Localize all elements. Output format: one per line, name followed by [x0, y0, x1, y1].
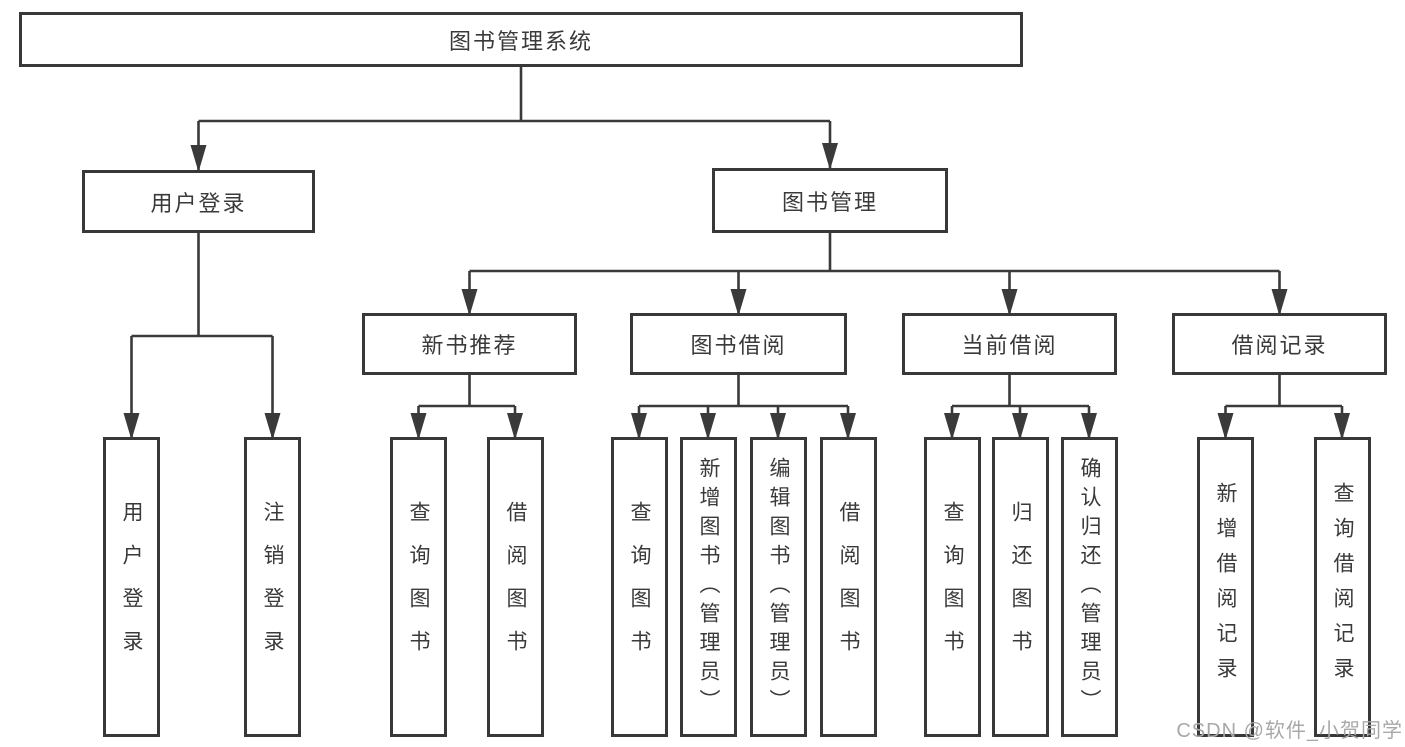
- leaf-label: 借阅图书: [837, 501, 860, 673]
- watermark: CSDN @软件_小贺同学: [1176, 720, 1403, 742]
- leaf-label: 查询图书: [628, 501, 651, 673]
- leaf-edit-books-admin: 编辑图书（管理员）: [750, 437, 807, 737]
- node-system-root: 图书管理系统: [19, 12, 1023, 67]
- leaf-label: 查询图书: [941, 501, 964, 673]
- leaf-label: 查询图书: [407, 501, 430, 673]
- node-current-borrowing: 当前借阅: [902, 313, 1117, 375]
- leaf-query-borrow-record: 查询借阅记录: [1314, 437, 1371, 737]
- tree-edges: [130, 67, 1344, 437]
- leaf-label: 新增图书（管理员）: [697, 456, 720, 718]
- node-label: 当前借阅: [961, 333, 1058, 358]
- node-new-book-recommend: 新书推荐: [362, 313, 577, 375]
- leaf-label: 归还图书: [1009, 501, 1032, 673]
- leaf-label: 用户登录: [120, 501, 143, 673]
- leaf-label: 注销登录: [261, 501, 284, 673]
- leaf-label: 查询借阅记录: [1331, 482, 1354, 692]
- node-label: 图书管理: [781, 189, 878, 215]
- leaf-borrow-books: 借阅图书: [820, 437, 877, 737]
- leaf-logout: 注销登录: [244, 437, 301, 737]
- leaf-query-books: 查询图书: [924, 437, 981, 737]
- node-label: 新书推荐: [421, 333, 518, 358]
- leaf-user-login: 用户登录: [103, 437, 160, 737]
- node-borrowing-records: 借阅记录: [1172, 313, 1387, 375]
- leaf-label: 确认归还（管理员）: [1078, 456, 1101, 718]
- leaf-query-books: 查询图书: [611, 437, 668, 737]
- node-book-borrowing: 图书借阅: [630, 313, 847, 375]
- node-label: 借阅记录: [1231, 333, 1328, 358]
- leaf-query-books: 查询图书: [390, 437, 447, 737]
- node-book-management: 图书管理: [712, 168, 948, 233]
- node-label: 图书借阅: [690, 333, 787, 358]
- node-label: 图书管理系统: [448, 28, 593, 54]
- leaf-return-books: 归还图书: [992, 437, 1049, 737]
- leaf-add-borrow-record: 新增借阅记录: [1197, 437, 1254, 737]
- node-label: 用户登录: [150, 190, 247, 216]
- leaf-label: 借阅图书: [504, 501, 527, 673]
- node-user-login: 用户登录: [82, 170, 315, 233]
- leaf-label: 编辑图书（管理员）: [767, 456, 790, 718]
- leaf-borrow-books: 借阅图书: [487, 437, 544, 737]
- leaf-add-books-admin: 新增图书（管理员）: [680, 437, 737, 737]
- leaf-label: 新增借阅记录: [1214, 482, 1237, 692]
- leaf-confirm-return-admin: 确认归还（管理员）: [1061, 437, 1118, 737]
